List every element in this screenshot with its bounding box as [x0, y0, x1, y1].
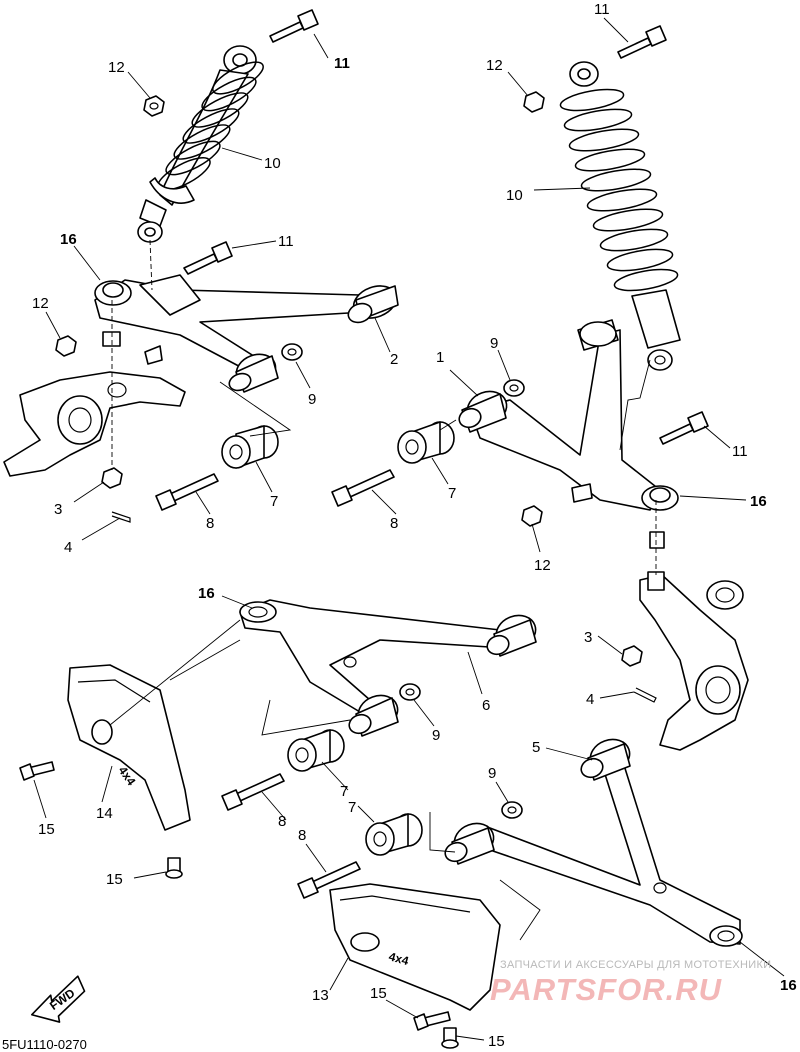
callout-16: 16 — [60, 231, 77, 248]
callout-12: 12 — [32, 295, 49, 312]
callout-7: 7 — [270, 493, 278, 510]
callout-15: 15 — [488, 1033, 505, 1050]
bushing-7-b — [397, 421, 455, 464]
nut-12-top-left — [143, 95, 165, 117]
bushing-7-d — [365, 813, 423, 856]
callout-3: 3 — [584, 629, 592, 646]
nut-3-left — [101, 467, 123, 489]
bolt-8-a — [155, 473, 219, 511]
leader-lines — [33, 17, 785, 1041]
watermark-logo: PARTSFOR.RU — [490, 972, 723, 1007]
diagram-code: 5FU1110-0270 — [2, 1037, 87, 1052]
bolt-11-upper-right — [659, 411, 709, 445]
watermark: ЗАПЧАСТИ И АКСЕССУАРЫ ДЛЯ МОТОТЕХНИКИ PA… — [490, 959, 771, 1007]
upper-arm-2 — [94, 274, 399, 393]
guard-14: 4x4 — [67, 664, 191, 831]
collar-9-upper — [281, 343, 303, 361]
callout-11: 11 — [594, 1, 610, 18]
bolt-15-b — [165, 857, 183, 879]
watermark-tagline: ЗАПЧАСТИ И АКСЕССУАРЫ ДЛЯ МОТОТЕХНИКИ — [500, 959, 771, 971]
bolt-15-a — [19, 761, 55, 781]
lower-arm-5 — [444, 738, 743, 947]
callout-15: 15 — [370, 985, 387, 1002]
callout-6: 6 — [482, 697, 490, 714]
shock-absorber-left — [137, 45, 264, 243]
callout-2: 2 — [390, 351, 398, 368]
callout-4: 4 — [586, 691, 594, 708]
bolt-11-upper-arm — [183, 241, 233, 275]
callout-8: 8 — [390, 515, 398, 532]
callout-7: 7 — [340, 783, 348, 800]
callout-16: 16 — [780, 977, 797, 994]
callout-9: 9 — [432, 727, 440, 744]
callout-9: 9 — [490, 335, 498, 352]
callout-12: 12 — [486, 57, 503, 74]
knuckle-right — [639, 571, 749, 751]
guard-13: 4x4 — [329, 883, 501, 1011]
bushing-7-c — [287, 729, 345, 772]
callout-10: 10 — [264, 155, 281, 172]
shock-absorber-right — [559, 61, 681, 371]
callout-16: 16 — [750, 493, 767, 510]
bolt-15-d — [441, 1027, 459, 1049]
callout-9: 9 — [488, 765, 496, 782]
collar-9-upper-right — [503, 379, 525, 397]
callout-5: 5 — [532, 739, 540, 756]
callout-11: 11 — [278, 233, 294, 250]
knuckle-top-left — [3, 371, 186, 477]
callout-7: 7 — [348, 799, 356, 816]
callout-14: 14 — [96, 805, 113, 822]
lower-arm-6 — [239, 599, 537, 737]
callout-4: 4 — [64, 539, 72, 556]
bolt-11-top-right — [617, 25, 667, 59]
callout-12: 12 — [534, 557, 551, 574]
nut-12-right — [521, 505, 543, 527]
callout-15: 15 — [106, 871, 123, 888]
forward-arrow-icon: FWD — [31, 975, 86, 1023]
callout-11: 11 — [732, 443, 748, 460]
assembly-lines — [109, 239, 657, 941]
collar-9-mid — [399, 683, 421, 701]
callout-12: 12 — [108, 59, 125, 76]
nut-3-right — [621, 645, 643, 667]
cotter-pin-4-right — [633, 687, 657, 703]
callout-8: 8 — [298, 827, 306, 844]
bolt-8-d — [297, 861, 361, 899]
bolt-8-b — [331, 469, 395, 507]
callout-labels: 11 12 10 16 11 12 2 9 3 4 8 7 11 12 10 1… — [32, 1, 797, 1050]
callout-11: 11 — [334, 55, 350, 72]
callout-7: 7 — [448, 485, 456, 502]
callout-13: 13 — [312, 987, 329, 1004]
bolt-11-top-left — [269, 9, 319, 43]
nut-12-top-right — [523, 91, 545, 113]
callout-15: 15 — [38, 821, 55, 838]
callout-3: 3 — [54, 501, 62, 518]
bolt-8-c — [221, 773, 285, 811]
callout-8: 8 — [206, 515, 214, 532]
callout-9: 9 — [308, 391, 316, 408]
callout-10: 10 — [506, 187, 523, 204]
collar-9-low — [501, 801, 523, 819]
bushing-7-a — [221, 425, 279, 469]
cotter-pin-4-left — [111, 511, 131, 523]
callout-8: 8 — [278, 813, 286, 830]
nut-12-upper-arm — [55, 335, 77, 357]
guard-13-badge: 4x4 — [387, 949, 410, 968]
callout-16: 16 — [198, 585, 215, 602]
callout-1: 1 — [436, 349, 444, 366]
upper-arm-1 — [458, 319, 679, 549]
